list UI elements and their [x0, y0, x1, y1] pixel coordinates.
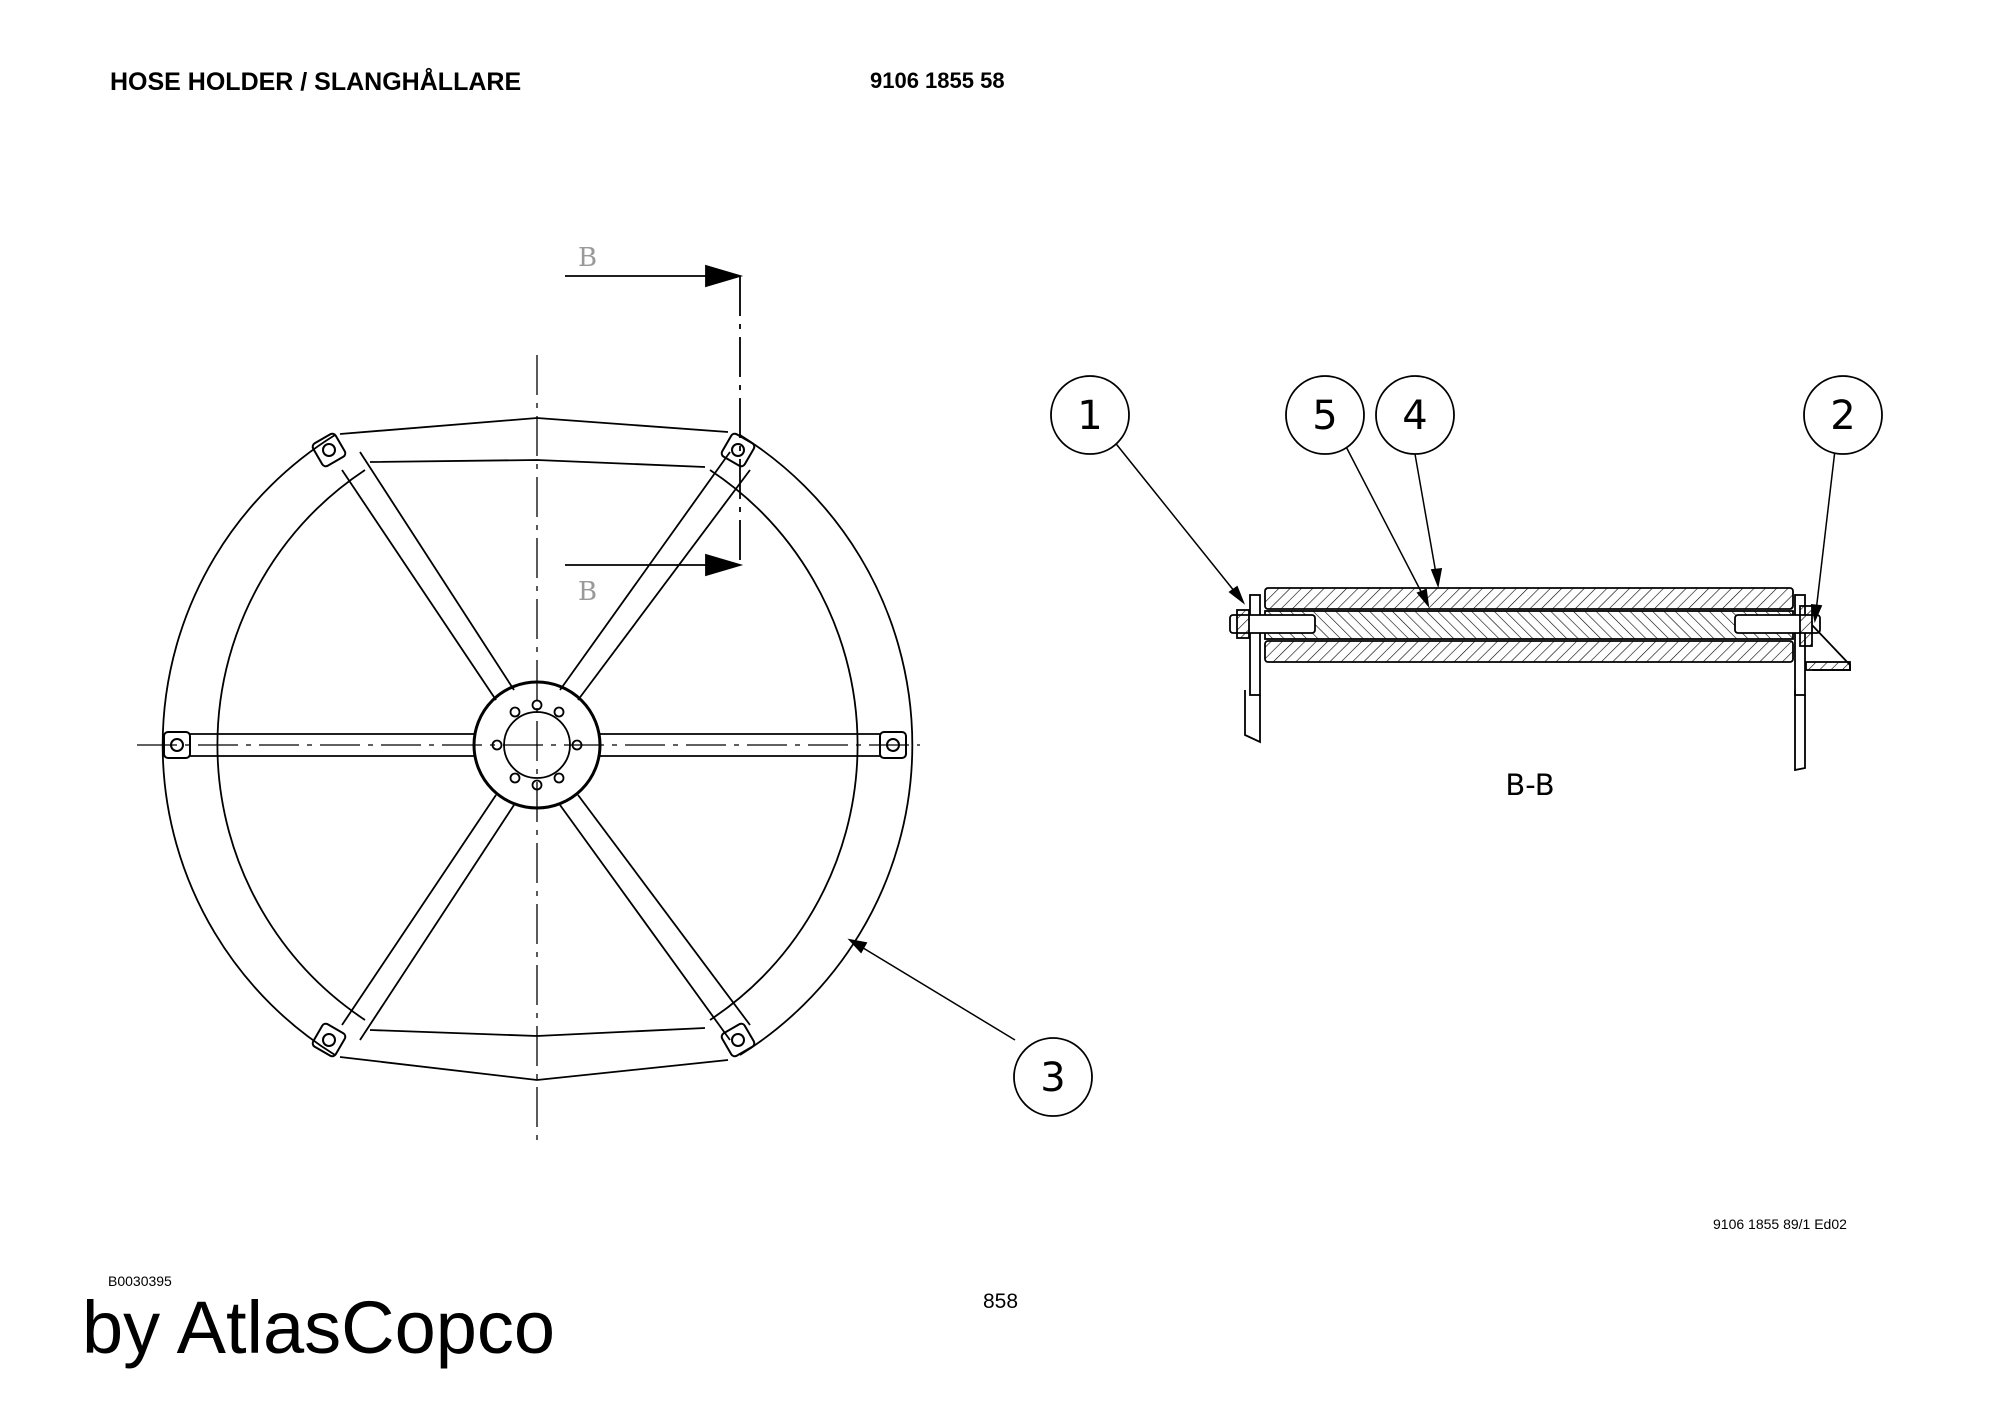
callout-5-label: 5 [1312, 393, 1337, 439]
callout-2-label: 2 [1830, 393, 1855, 439]
figure-code: B0030395 [108, 1273, 172, 1289]
part-number: 9106 1855 58 [870, 68, 1005, 93]
front-view [137, 264, 1016, 1140]
section-marker-top: B [578, 243, 597, 273]
callout-1-label: 1 [1077, 393, 1102, 439]
callout-5: 5 [1285, 375, 1365, 455]
callout-4-label: 4 [1402, 393, 1427, 439]
section-view [1112, 434, 1851, 772]
callout-2: 2 [1803, 375, 1883, 455]
drawing-reference: 9106 1855 89/1 Ed02 [1713, 1216, 1847, 1232]
callout-3: 3 [1013, 1037, 1093, 1117]
callout-1: 1 [1050, 375, 1130, 455]
callout-3-label: 3 [1040, 1055, 1065, 1101]
page-number: 858 [983, 1290, 1019, 1313]
brand-wordmark: by AtlasCopco [82, 1286, 556, 1369]
section-label: B-B [1505, 768, 1554, 802]
page-title: HOSE HOLDER / SLANGHÅLLARE [110, 68, 522, 96]
section-marker-bottom: B [578, 577, 597, 607]
callout-4: 4 [1375, 375, 1455, 455]
